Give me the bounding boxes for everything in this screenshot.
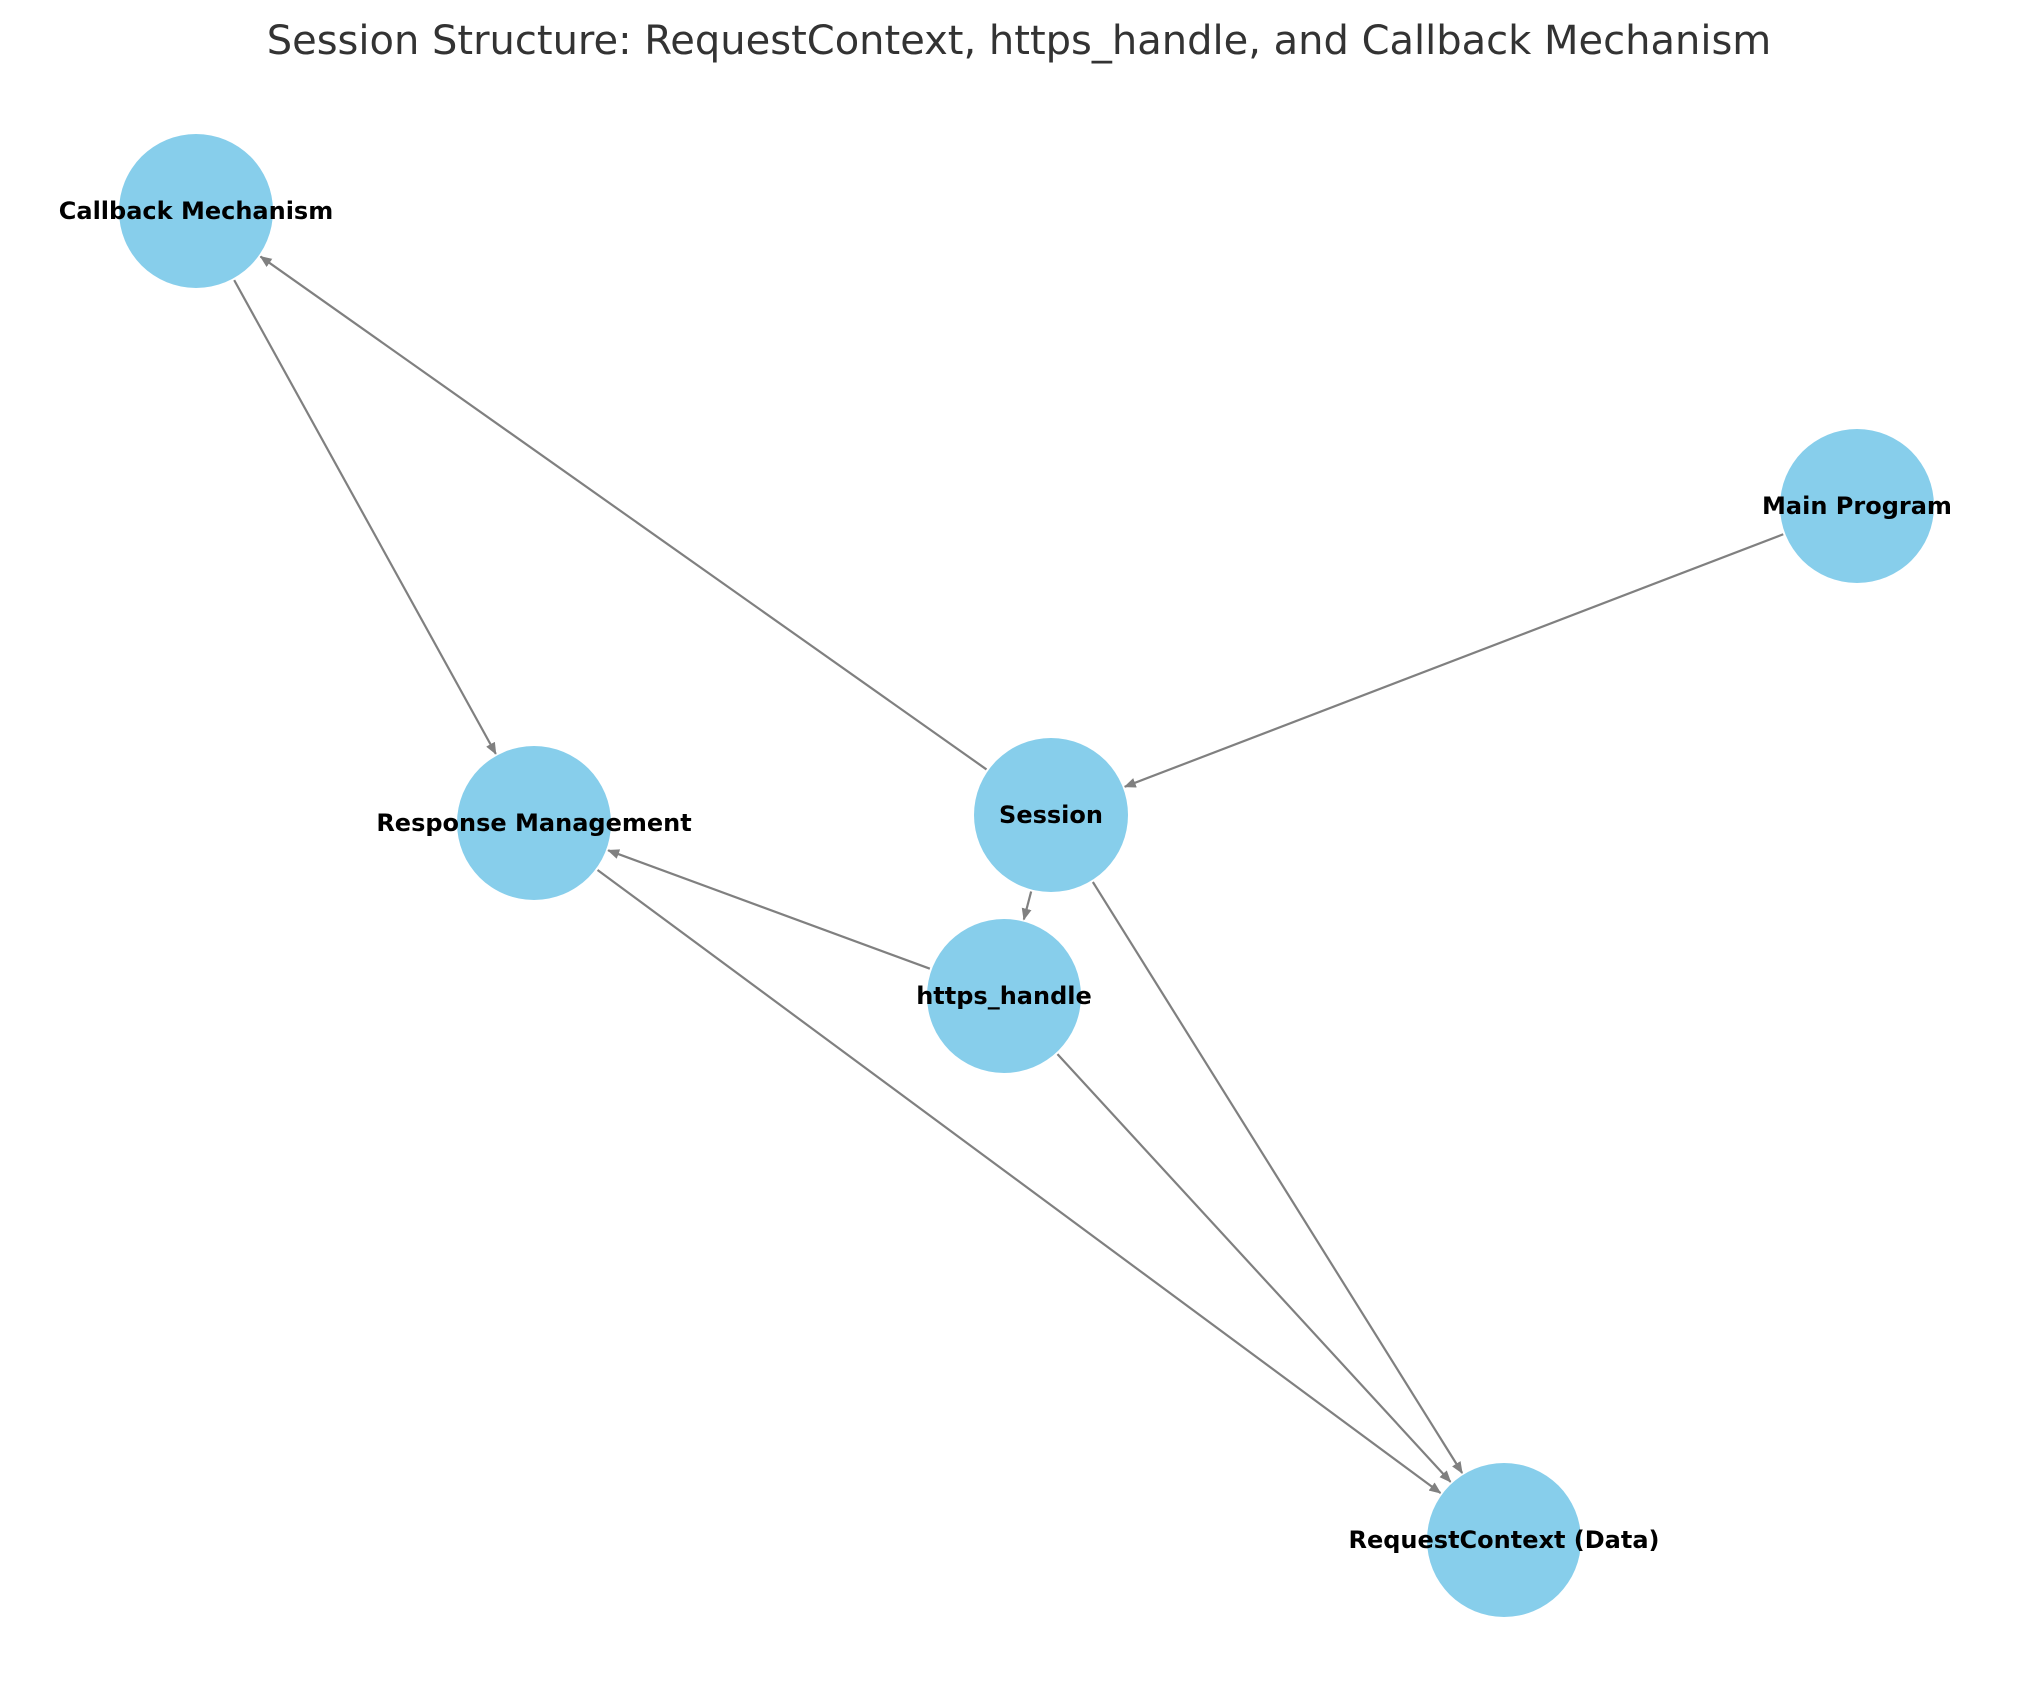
- edge-callback-to-response: [233, 279, 497, 755]
- node-label-https: https_handle: [916, 982, 1092, 1010]
- edge-main-to-session: [1123, 533, 1784, 788]
- edges-layer: [233, 255, 1784, 1494]
- node-circle-session: [974, 738, 1128, 892]
- node-circle-main: [1780, 429, 1934, 583]
- node-label-response: Response Management: [376, 809, 691, 837]
- node-response: Response Management: [376, 746, 692, 900]
- node-label-request: RequestContext (Data): [1348, 1526, 1659, 1554]
- edge-https-to-request: [1056, 1053, 1452, 1483]
- node-main: Main Program: [1762, 429, 1952, 583]
- node-circle-response: [457, 746, 611, 900]
- node-circle-request: [1427, 1463, 1581, 1617]
- node-request: RequestContext (Data): [1348, 1463, 1660, 1617]
- node-circle-callback: [119, 134, 273, 288]
- node-label-callback: Callback Mechanism: [59, 197, 333, 225]
- node-circle-https: [927, 919, 1081, 1073]
- node-https: https_handle: [916, 919, 1092, 1073]
- node-label-session: Session: [999, 801, 1103, 829]
- edge-response-to-request: [596, 869, 1442, 1494]
- edge-https-to-response: [607, 849, 931, 970]
- edge-session-to-https: [1021, 891, 1033, 921]
- diagram-title: Session Structure: RequestContext, https…: [267, 18, 1772, 64]
- edge-session-to-callback: [259, 255, 988, 771]
- node-callback: Callback Mechanism: [59, 134, 333, 288]
- edge-session-to-request: [1091, 881, 1464, 1474]
- node-label-main: Main Program: [1762, 492, 1952, 520]
- node-session: Session: [974, 738, 1128, 892]
